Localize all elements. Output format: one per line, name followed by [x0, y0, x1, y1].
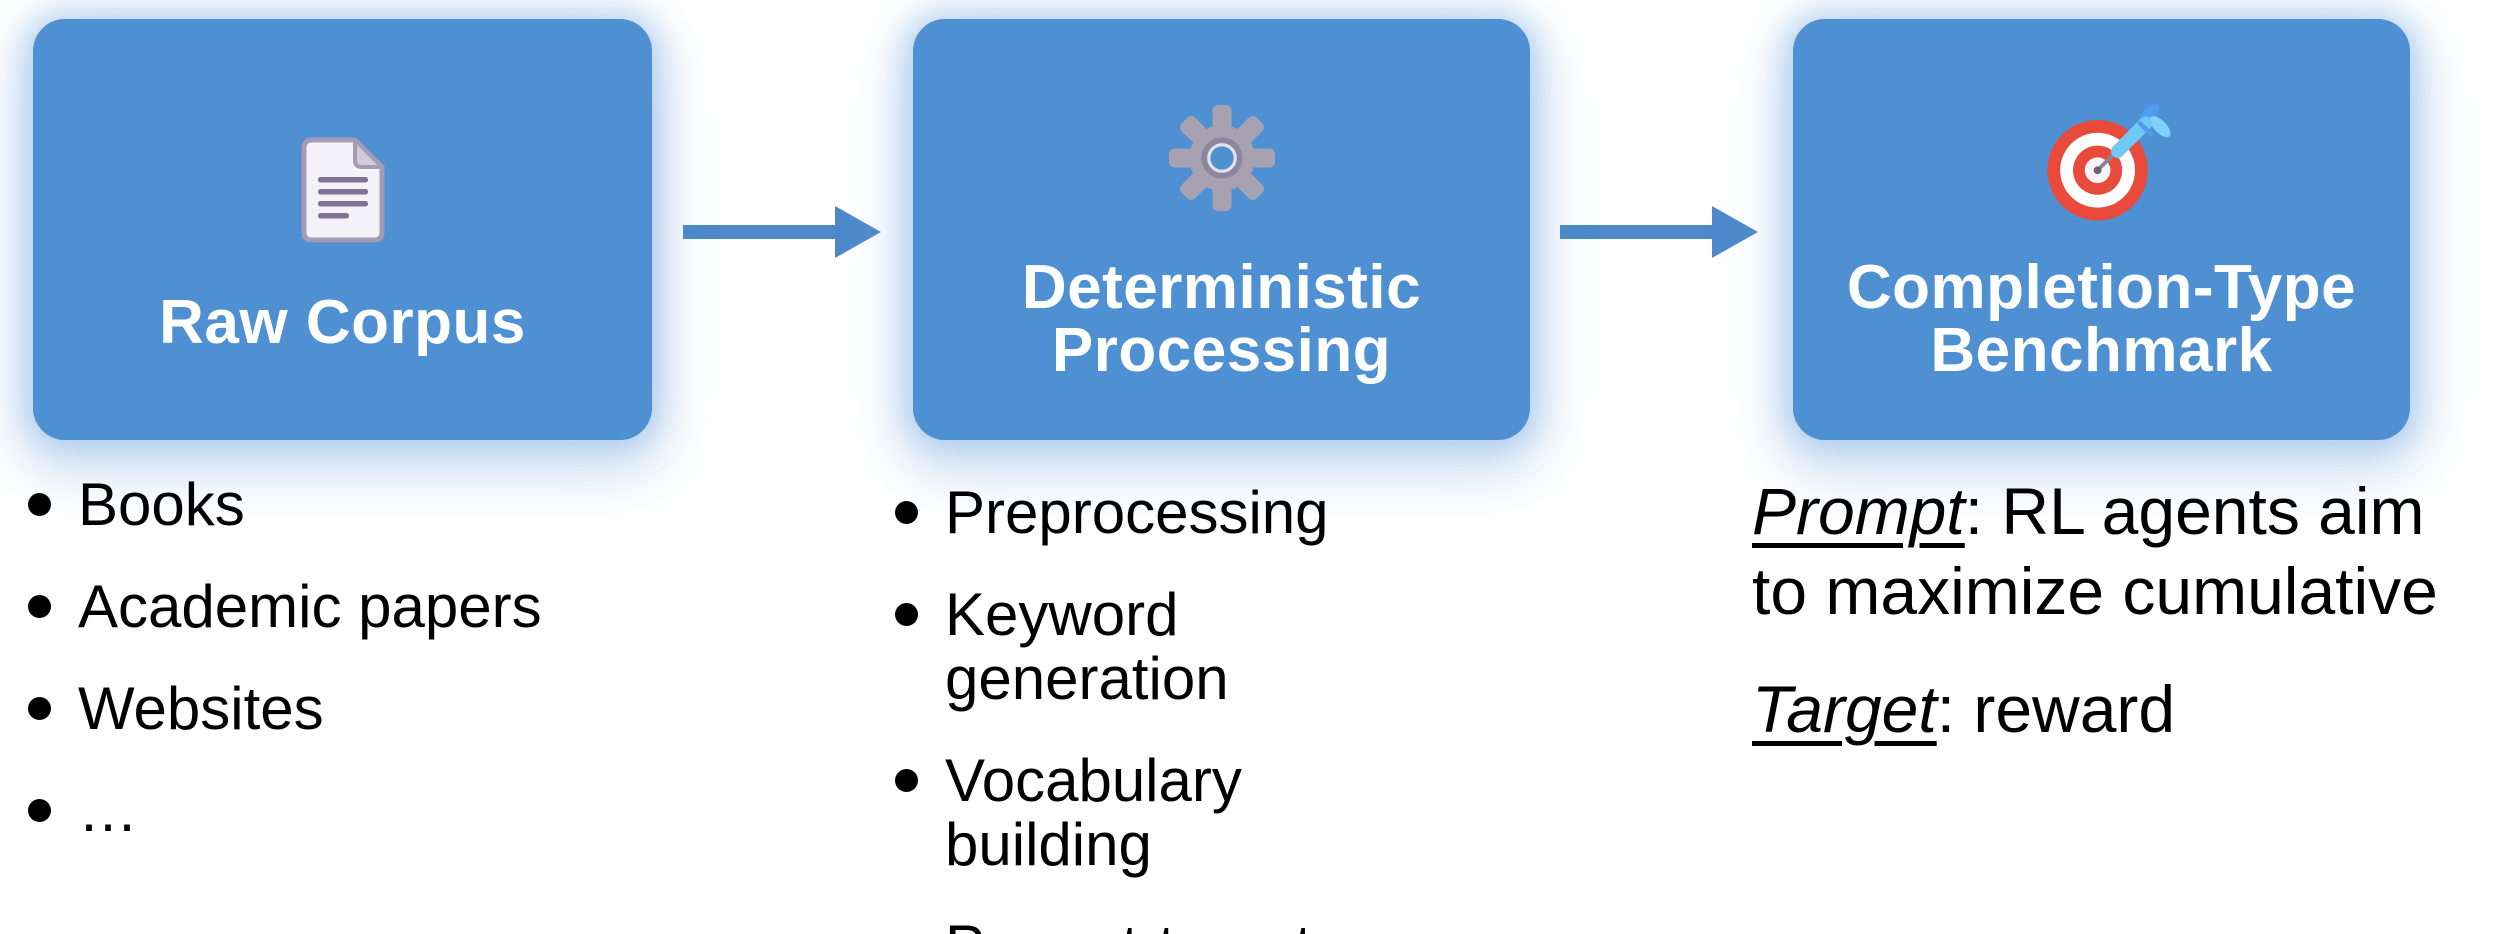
flow-box-raw-corpus: Raw Corpus — [33, 19, 652, 440]
list-item-text: … — [78, 777, 138, 844]
list-item-text: Preprocessing — [945, 479, 1329, 546]
list-item-text: Books — [78, 471, 245, 538]
prompt-label: Prompt — [1752, 474, 1965, 548]
list-item: Prompt-target construction — [895, 915, 1455, 934]
box-title-line: Deterministic — [1021, 253, 1422, 322]
box-title-line: Processing — [1051, 316, 1392, 385]
bullet-dot — [895, 603, 918, 626]
bullet-dot — [28, 799, 51, 822]
list-item: Academic papers — [28, 575, 568, 639]
bullet-dot — [28, 697, 51, 720]
box-title-line: Completion-Type — [1846, 253, 2357, 322]
gear-icon — [1168, 105, 1275, 211]
bullet-dot — [895, 769, 918, 792]
flow-arrow-icon — [683, 206, 881, 258]
prompt-text-line2: to maximize cumulative — [1752, 554, 2438, 628]
target-text: : reward — [1936, 672, 2176, 746]
prompt-example: Prompt: RL agents aim to maximize cumula… — [1752, 471, 2512, 631]
bullet-dot — [895, 501, 918, 524]
flow-box-completion-type-benchmark: Completion-Type Benchmark — [1793, 19, 2410, 440]
target-icon — [2046, 103, 2171, 221]
box-title-deterministic-processing: Deterministic Processing — [913, 256, 1530, 382]
list-item: Books — [28, 473, 568, 537]
box-title-line: Raw Corpus — [159, 288, 526, 357]
list-item-text: Prompt-target construction — [945, 915, 1455, 934]
list-item-text: Keyword generation — [945, 581, 1229, 712]
list-item-text: Vocabulary building — [945, 747, 1242, 878]
flow-box-deterministic-processing: Deterministic Processing — [913, 19, 1530, 440]
box-title-completion-type-benchmark: Completion-Type Benchmark — [1793, 256, 2410, 382]
processing-steps-list: Preprocessing Keyword generation Vocabul… — [895, 481, 1455, 934]
flow-arrow-icon — [1560, 206, 1758, 258]
bullet-dot — [28, 493, 51, 516]
list-item-text: Academic papers — [78, 573, 542, 640]
document-icon — [301, 137, 384, 243]
target-example: Target: reward — [1752, 669, 2512, 749]
list-item: Websites — [28, 677, 568, 741]
target-label: Target — [1752, 672, 1937, 746]
bullet-dot — [28, 595, 51, 618]
list-item: … — [28, 779, 568, 843]
list-item-text: Websites — [78, 675, 324, 742]
prompt-text: : RL agents aim — [1964, 474, 2425, 548]
raw-corpus-sources-list: Books Academic papers Websites … — [28, 473, 568, 881]
list-item: Preprocessing — [895, 481, 1455, 545]
list-item: Keyword generation — [895, 583, 1455, 711]
example-annotation: Prompt: RL agents aim to maximize cumula… — [1752, 471, 2512, 749]
list-item: Vocabulary building — [895, 749, 1455, 877]
box-title-line: Benchmark — [1930, 316, 2273, 385]
box-title-raw-corpus: Raw Corpus — [33, 291, 652, 354]
